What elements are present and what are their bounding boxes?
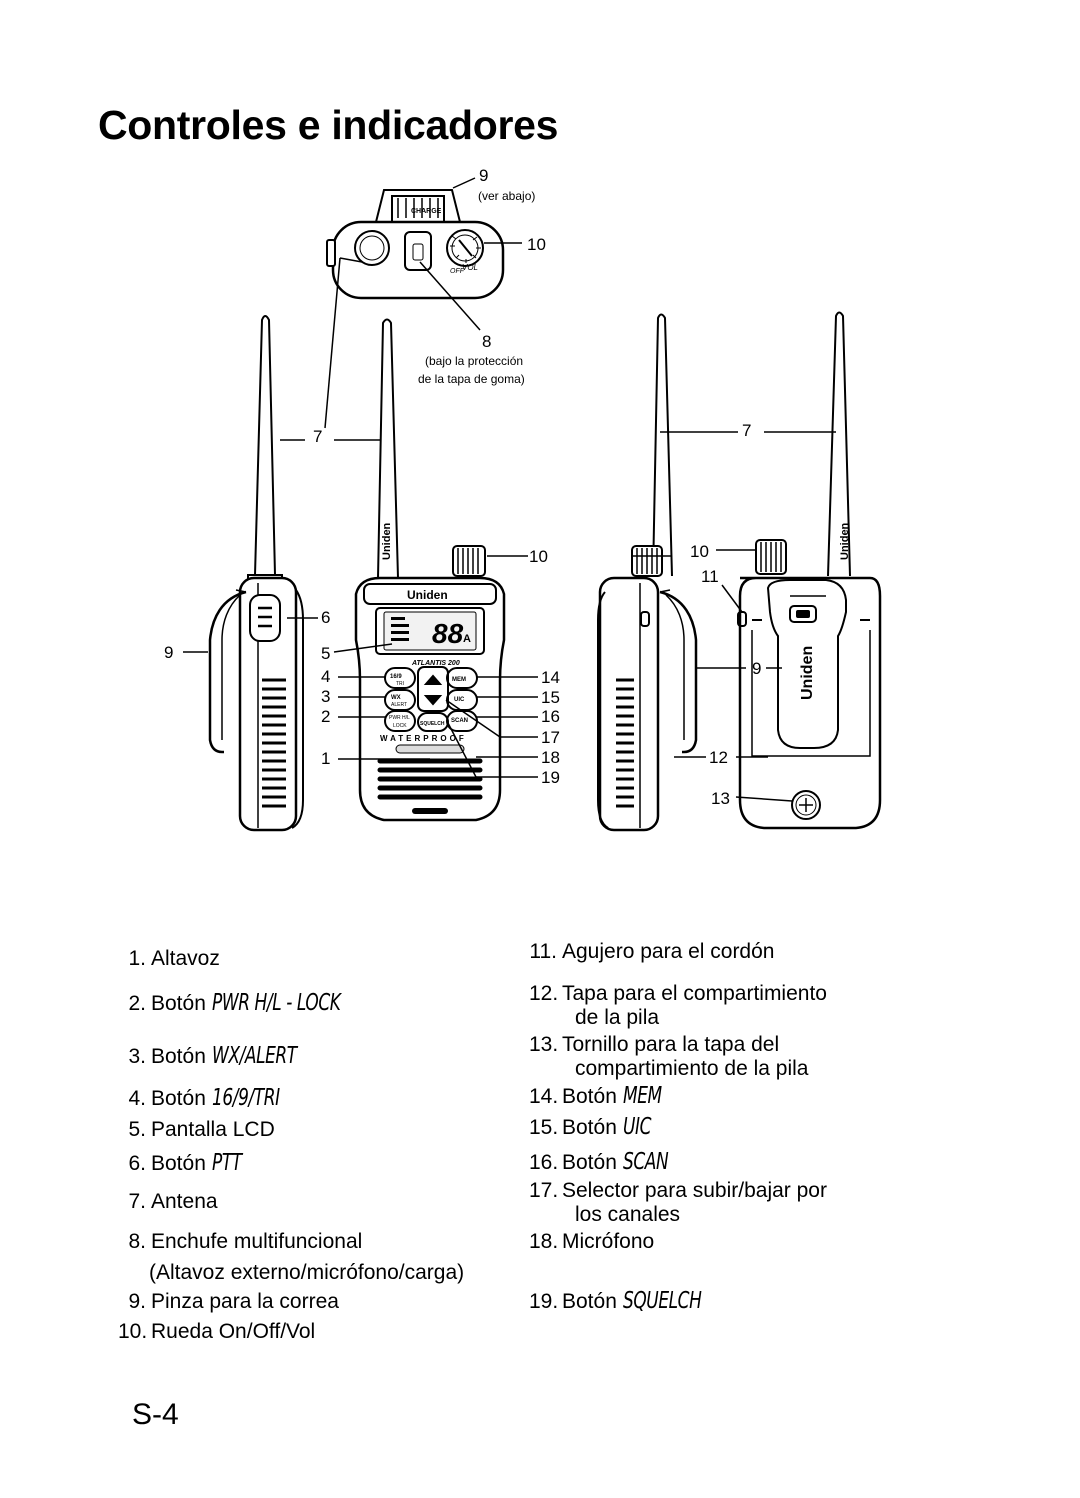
callout-10-back: 10 (690, 542, 709, 561)
callout-3: 3 (321, 687, 330, 706)
callout-15: 15 (541, 688, 560, 707)
page-title: Controles e indicadores (98, 102, 559, 148)
btn-pwr-label: PWR H/L (389, 715, 410, 721)
callout-17: 17 (541, 728, 560, 747)
vol-label: VOL (462, 263, 478, 272)
radio-left-side-view (208, 315, 304, 832)
callout-2: 2 (321, 707, 330, 726)
callout-8-note-1: (bajo la protección (425, 354, 523, 368)
btn-wx-sub: ALERT (391, 702, 407, 708)
legend-item: 7.Antena (128, 1190, 218, 1213)
callout-13: 13 (711, 789, 730, 808)
callout-18: 18 (541, 748, 560, 767)
radio-back-view (737, 311, 882, 830)
btn-169-sub: TRI (396, 681, 404, 687)
legend-item: 8.Enchufe multifuncional(Altavoz externo… (128, 1230, 465, 1284)
callout-12: 12 (709, 748, 728, 767)
callout-1: 1 (321, 749, 330, 768)
legend-item: 11.Agujero para el cordón (529, 940, 775, 963)
callout-19: 19 (541, 768, 560, 787)
antenna-brand-back: Uniden (839, 522, 851, 560)
keyword-pwr-lock: PWR H/L - LOCK (211, 990, 341, 1016)
btn-wx-label: WX (391, 695, 401, 701)
keyword-169-tri: 16/9/TRI (211, 1085, 280, 1111)
btn-169-label: 16/9 (390, 674, 402, 680)
callout-7-right: 7 (742, 421, 751, 440)
legend-item: 5.Pantalla LCD (128, 1118, 275, 1141)
keyword-uic: UIC (622, 1114, 651, 1140)
legend-item: 3.Botón WX/ALERT (128, 1043, 297, 1069)
waterproof-label: WATERPROOF (380, 734, 467, 743)
radio-controls-diagram: CHARGE OFF VOL Uniden Uniden 88 A ATLANT… (164, 166, 882, 832)
callout-5: 5 (321, 644, 330, 663)
btn-squelch-label: SQUELCH (420, 721, 445, 727)
btn-mem-label: MEM (452, 677, 466, 683)
legend-item: 10.Rueda On/Off/Vol (118, 1320, 316, 1343)
lcd-suffix: A (463, 633, 471, 645)
callout-10-top: 10 (527, 235, 546, 254)
legend-item: 16.Botón SCAN (529, 1149, 669, 1175)
callout-14: 14 (541, 668, 560, 687)
radio-front-view (354, 318, 506, 822)
callout-9-top: 9 (479, 166, 488, 185)
keyword-wx-alert: WX/ALERT (211, 1043, 297, 1069)
page-number: S-4 (132, 1398, 179, 1431)
legend-item: 18.Micrófono (529, 1230, 655, 1253)
keyword-ptt: PTT (211, 1150, 242, 1176)
radio-top-view (326, 189, 505, 300)
model-label: ATLANTIS 200 (411, 660, 460, 667)
callout-10-front: 10 (529, 547, 548, 566)
radio-right-side-view (597, 313, 698, 832)
brand-back: Uniden (799, 646, 816, 700)
callout-8: 8 (482, 332, 491, 351)
callout-16: 16 (541, 707, 560, 726)
callout-9-left: 9 (164, 643, 173, 662)
keyword-mem: MEM (622, 1083, 662, 1109)
callout-9-back: 9 (752, 659, 761, 678)
callout-6: 6 (321, 608, 330, 627)
callout-9-note: (ver abajo) (478, 189, 535, 203)
callout-11: 11 (701, 567, 719, 586)
legend-item: 14.Botón MEM (529, 1083, 662, 1109)
btn-uic-label: UIC (454, 697, 465, 703)
legend-item: 4.Botón 16/9/TRI (128, 1085, 280, 1111)
callout-4: 4 (321, 667, 330, 686)
callout-7-left: 7 (313, 427, 322, 446)
keyword-scan: SCAN (622, 1149, 669, 1175)
antenna-brand-front: Uniden (381, 522, 393, 560)
btn-scan-label: SCAN (451, 718, 468, 724)
legend-item: 6.Botón PTT (128, 1150, 242, 1176)
legend-item: 2.Botón PWR H/L - LOCK (128, 990, 341, 1016)
keyword-squelch: SQUELCH (622, 1288, 702, 1314)
brand-front: Uniden (407, 588, 448, 602)
charge-label: CHARGE (411, 208, 442, 215)
btn-pwr-sub: LOCK (393, 723, 407, 729)
legend-item: 9.Pinza para la correa (128, 1290, 339, 1313)
legend-item: 19.Botón SQUELCH (529, 1288, 702, 1314)
callout-8-note-2: de la tapa de goma) (418, 372, 525, 386)
off-label: OFF (450, 268, 465, 275)
lcd-digits: 88 (432, 618, 464, 649)
legend-item: 15.Botón UIC (529, 1114, 651, 1140)
legend-item: 1.Altavoz (128, 947, 220, 970)
